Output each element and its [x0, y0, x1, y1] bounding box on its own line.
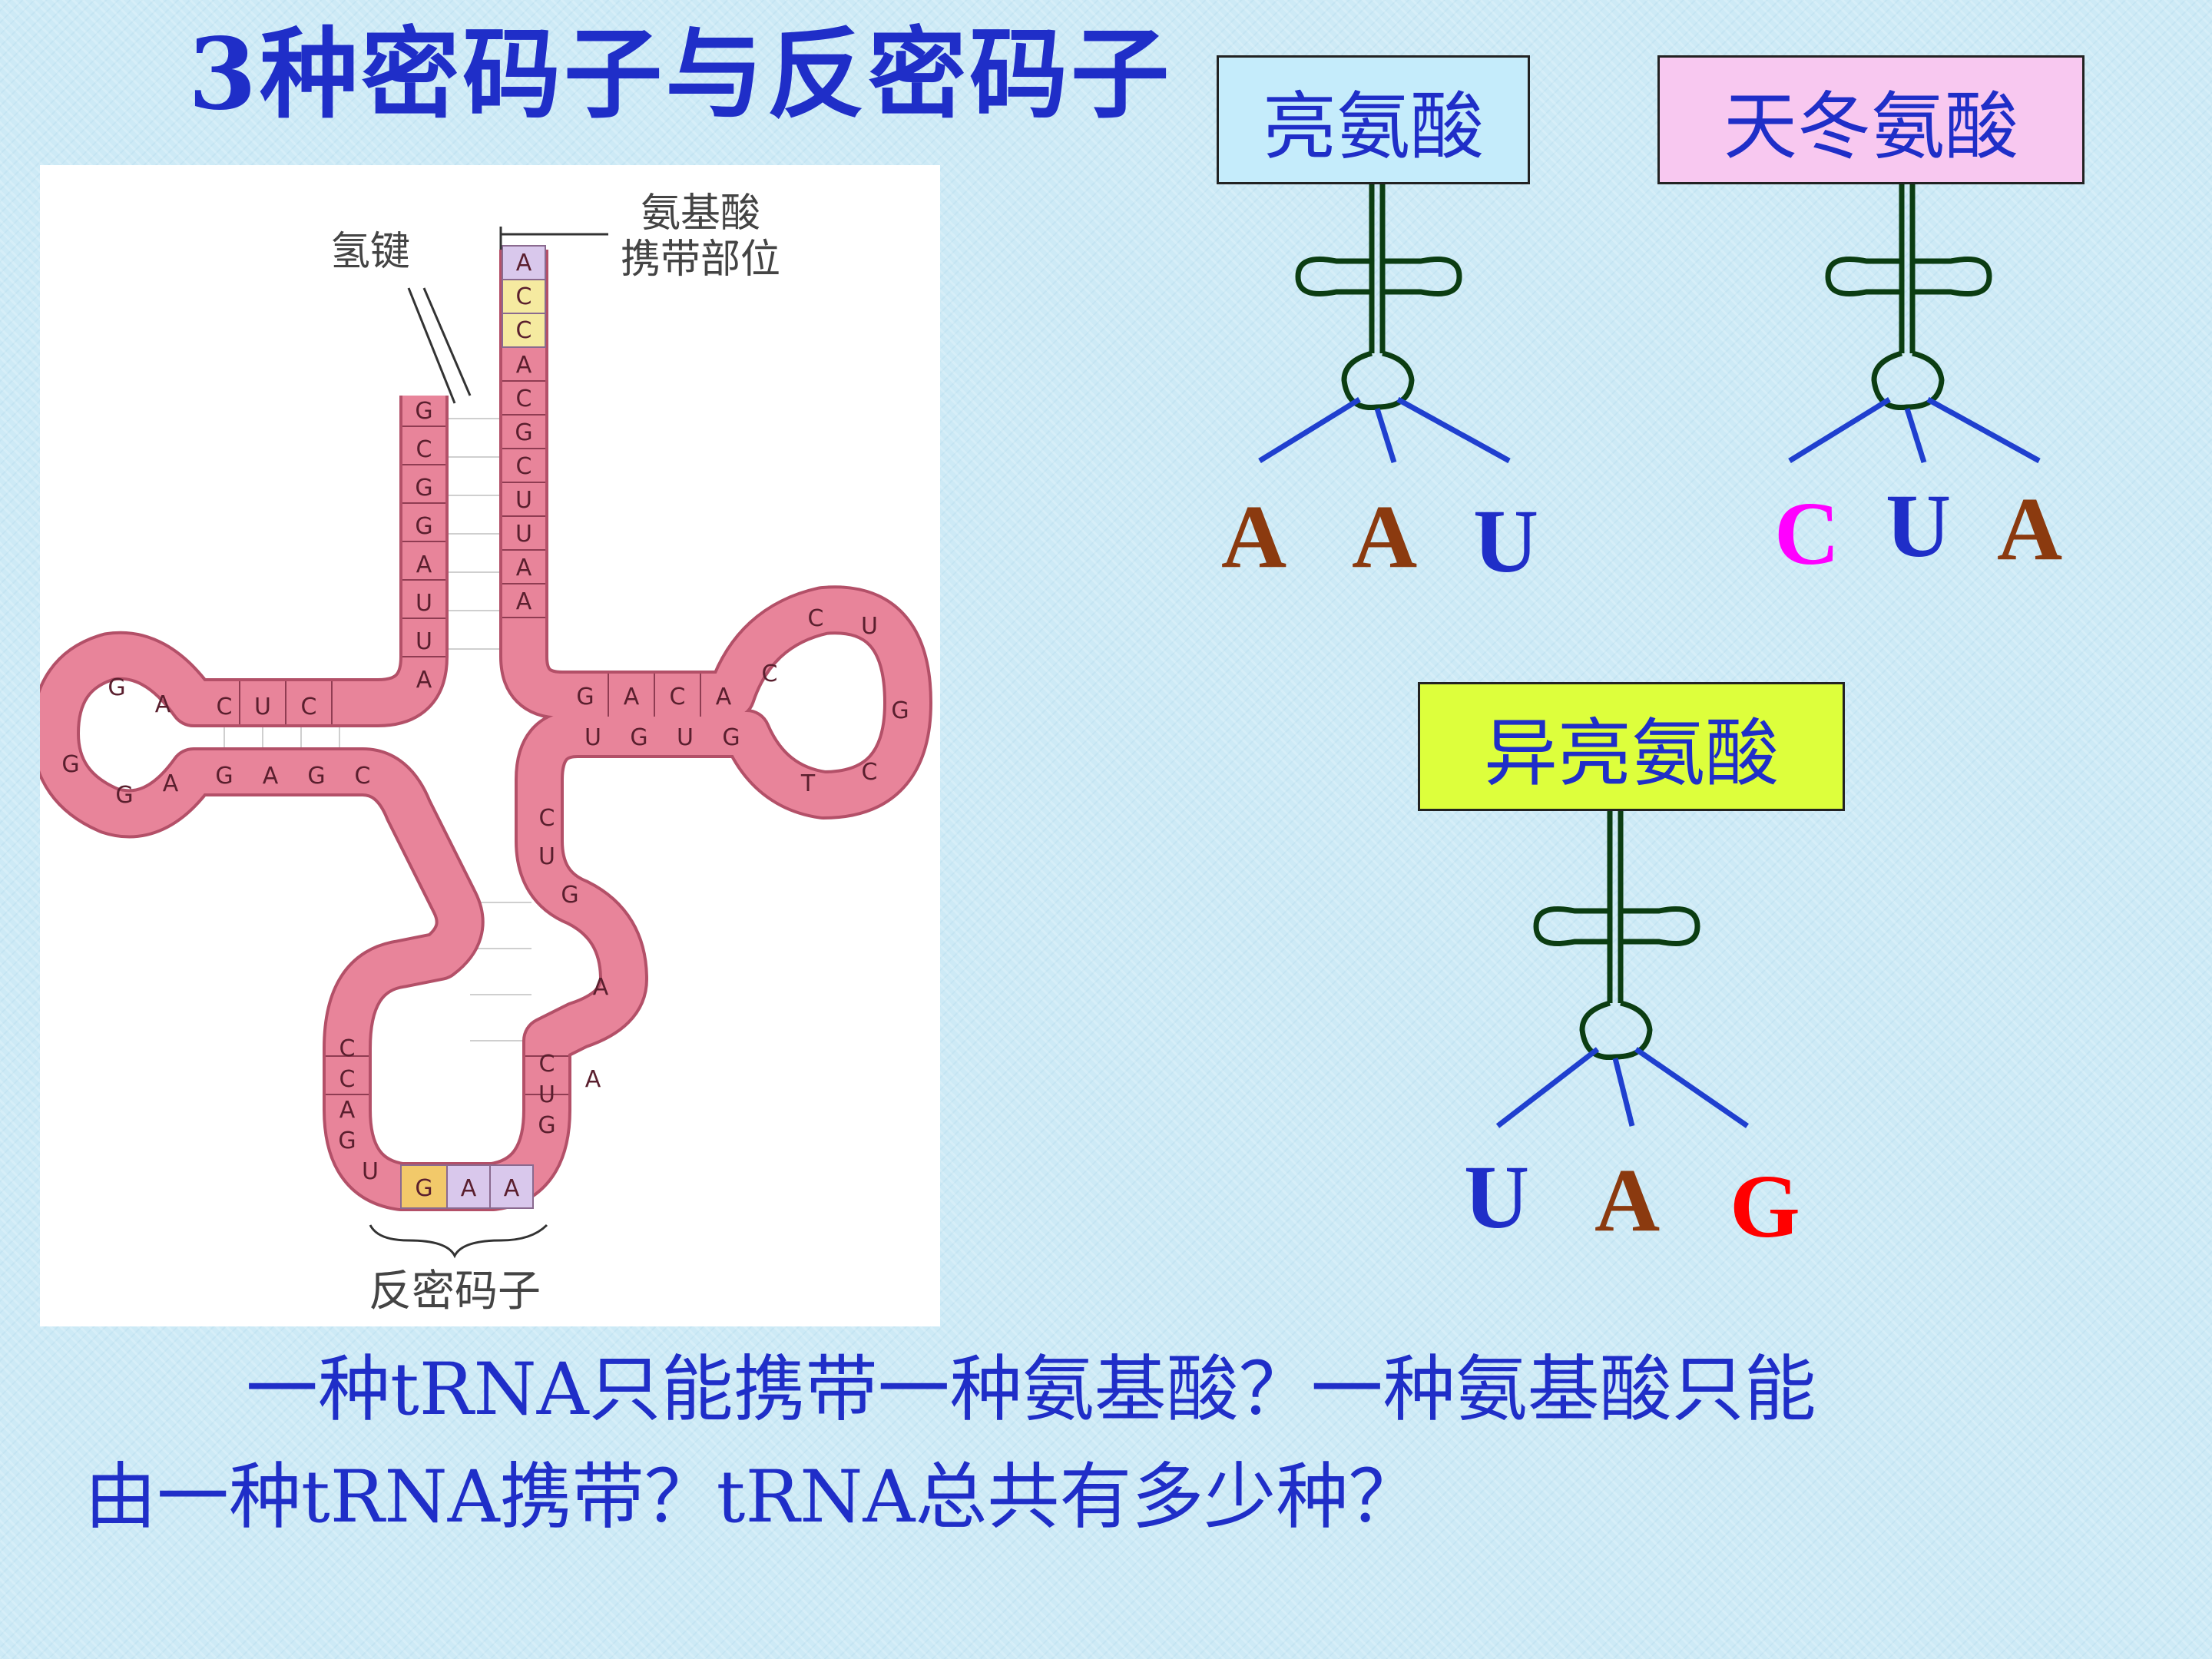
base-leucine-1: A: [1221, 486, 1287, 587]
nt-a: A: [516, 588, 532, 615]
nt-u: U: [584, 724, 601, 751]
base-leucine-2: A: [1352, 486, 1418, 587]
base-leucine-3: U: [1473, 491, 1539, 591]
anticodon-label: 反密码子: [369, 1267, 541, 1316]
nt-a: A: [461, 1175, 477, 1202]
nt-u: U: [538, 1081, 555, 1108]
question-line-1: 一种tRNA只能携带一种氨基酸？一种氨基酸只能: [246, 1348, 1816, 1432]
nt-a: A: [416, 667, 432, 694]
nt-c: C: [339, 1066, 356, 1093]
nt-u: U: [254, 694, 271, 720]
amino-acid-name-isoleucine: 异亮氨酸: [1484, 710, 1779, 796]
base-aspartate-1: C: [1774, 483, 1840, 584]
amino-acid-site-label-line2: 携带部位: [621, 237, 780, 283]
nt-a: A: [716, 684, 732, 710]
hydrogen-bond-label: 氢键: [330, 229, 410, 275]
amino-acid-site-label-line1: 氨基酸: [641, 190, 760, 237]
nt-g: G: [538, 1112, 555, 1139]
nt-c: C: [670, 684, 686, 710]
nt-u: U: [515, 521, 532, 548]
nt-c: C: [539, 805, 555, 832]
nt-c: C: [416, 436, 432, 463]
nucleotide-cell-c: [502, 313, 546, 348]
nt-u: U: [515, 487, 532, 514]
nucleotide-letters: A C C A C G C U U A A G C G G A U U A G …: [61, 250, 909, 1202]
nt-u: U: [416, 590, 432, 617]
nt-g: G: [515, 419, 532, 446]
nt-c: C: [217, 694, 233, 720]
nt-c: C: [516, 283, 532, 310]
nt-u: U: [677, 724, 694, 751]
nt-g: G: [561, 882, 578, 909]
trna-icon-leucine: [1258, 184, 1511, 464]
nt-c: C: [516, 386, 532, 412]
nt-a: A: [416, 551, 432, 578]
anticodon-cell-a: [489, 1164, 534, 1209]
nt-c: C: [516, 317, 532, 344]
nt-a: A: [339, 1097, 356, 1124]
nt-g: G: [630, 724, 647, 751]
nt-u: U: [861, 613, 878, 640]
nt-g: G: [215, 763, 233, 790]
nt-g: G: [108, 674, 125, 701]
nucleotide-cell-c: [502, 279, 546, 314]
label-leader-lines: [369, 227, 608, 1259]
base-aspartate-3: A: [1997, 478, 2063, 579]
nt-a: A: [163, 770, 179, 797]
amino-acid-name-aspartate: 天冬氨酸: [1724, 83, 2018, 170]
nt-u: U: [362, 1158, 379, 1185]
trna-icon-isoleucine: [1495, 811, 1749, 1128]
nt-a: A: [155, 691, 171, 718]
nt-u: U: [416, 628, 432, 655]
nt-g: G: [415, 475, 432, 502]
nt-g: G: [415, 1175, 432, 1202]
nt-g: G: [576, 684, 594, 710]
nt-a: A: [585, 1066, 601, 1093]
page-title: 3种密码子与反密码子: [188, 17, 1173, 132]
nt-c: C: [808, 605, 824, 632]
base-aspartate-2: U: [1886, 475, 1952, 576]
base-isoleucine-2: A: [1594, 1150, 1661, 1250]
nt-a: A: [263, 763, 279, 790]
base-isoleucine-1: U: [1464, 1147, 1530, 1247]
nt-g: G: [722, 724, 740, 751]
nt-g: G: [415, 398, 432, 425]
nt-g: G: [115, 782, 133, 809]
nt-c: C: [516, 453, 532, 480]
nt-a: A: [516, 250, 532, 276]
trna-icon-aspartate: [1788, 184, 2041, 464]
nt-c: C: [862, 759, 878, 786]
amino-acid-box-aspartate: 天冬氨酸: [1657, 55, 2085, 184]
nt-g: G: [338, 1128, 356, 1154]
nt-a: A: [624, 684, 640, 710]
amino-acid-name-leucine: 亮氨酸: [1263, 83, 1484, 170]
amino-acid-box-leucine: 亮氨酸: [1217, 55, 1530, 184]
trna-cloverleaf-diagram: A C C A C G C U U A A G C G G A U U A G …: [40, 190, 932, 1316]
nt-g: G: [415, 513, 432, 540]
nt-u: U: [538, 843, 555, 870]
amino-acid-box-isoleucine: 异亮氨酸: [1418, 682, 1845, 811]
nt-g: G: [891, 697, 909, 724]
cell-dividers: [239, 380, 701, 1095]
nt-c: C: [355, 763, 371, 790]
nt-c: C: [539, 1051, 555, 1078]
base-isoleucine-3: G: [1730, 1156, 1800, 1257]
nt-c: C: [301, 694, 317, 720]
nt-g: G: [307, 763, 325, 790]
nt-t: T: [800, 770, 816, 797]
question-line-2: 由一种tRNA携带？tRNA总共有多少种？: [84, 1455, 1421, 1539]
nt-a: A: [516, 555, 532, 581]
nt-c: C: [762, 661, 778, 687]
nt-c: C: [339, 1035, 356, 1062]
nt-a: A: [593, 974, 609, 1001]
trna-structure-figure: A C C A C G C U U A A G C G G A U U A G …: [40, 165, 940, 1326]
nt-a: A: [504, 1175, 520, 1202]
nt-g: G: [61, 751, 79, 778]
nt-a: A: [516, 352, 532, 379]
